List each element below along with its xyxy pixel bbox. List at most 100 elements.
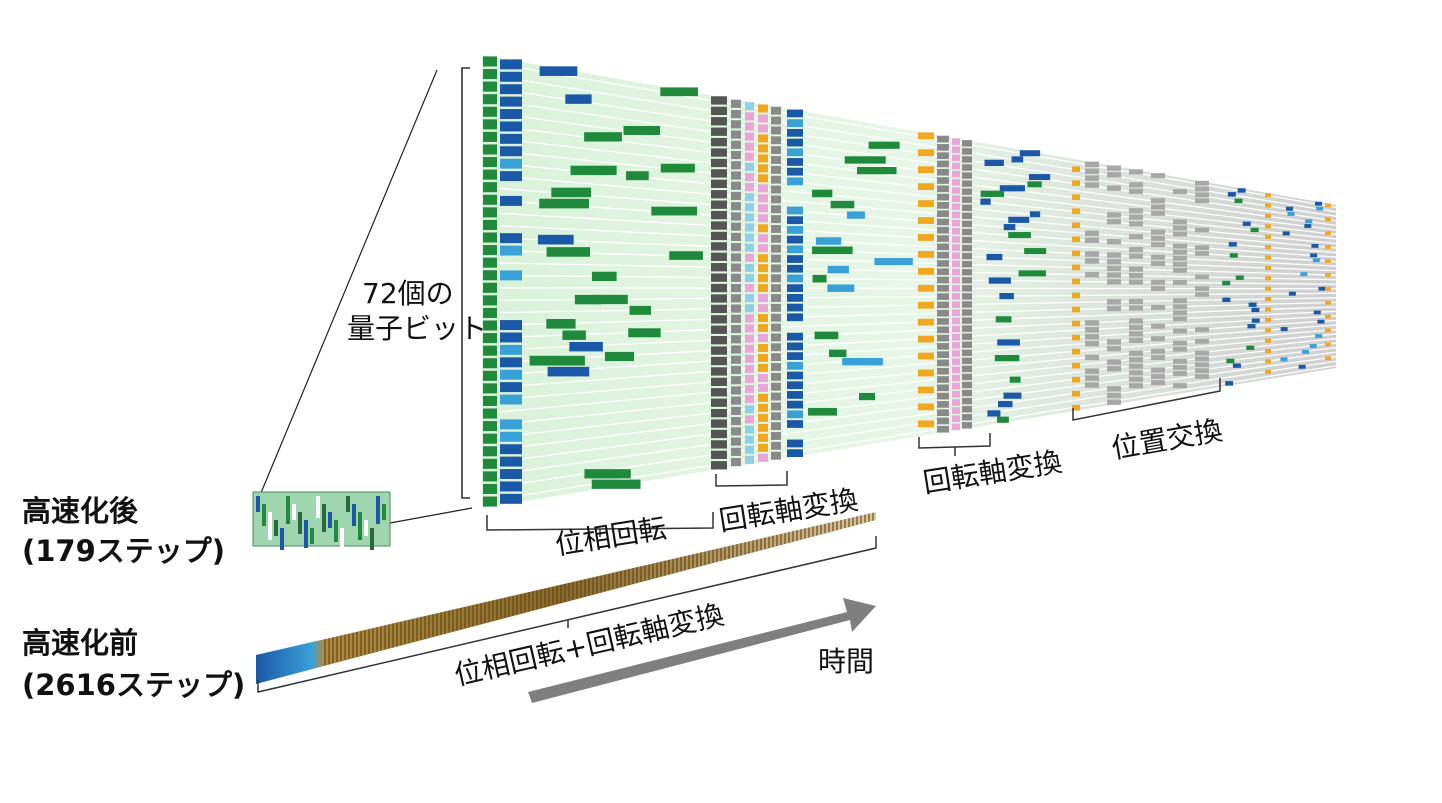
gate-block bbox=[758, 264, 768, 272]
gate-block bbox=[787, 352, 803, 360]
gate-block bbox=[711, 96, 727, 104]
gate-block bbox=[918, 149, 934, 156]
gate-block bbox=[711, 419, 727, 427]
gate-block bbox=[758, 314, 768, 322]
gate-block bbox=[1229, 242, 1237, 246]
gate-block bbox=[711, 211, 727, 219]
gate-block bbox=[1085, 237, 1099, 243]
gate-block bbox=[758, 304, 768, 312]
gate-block bbox=[651, 207, 697, 216]
gate-block bbox=[937, 418, 949, 425]
gate-block bbox=[1107, 186, 1121, 191]
gate-block bbox=[500, 494, 522, 504]
thumbnail-block bbox=[268, 512, 272, 540]
gate-block bbox=[962, 205, 972, 211]
gate-block bbox=[483, 471, 497, 481]
gate-block bbox=[1315, 202, 1322, 206]
gate-block bbox=[1129, 364, 1143, 369]
gate-block bbox=[731, 120, 741, 128]
gate-block bbox=[1151, 286, 1165, 291]
gate-block bbox=[937, 351, 949, 358]
gate-block bbox=[745, 304, 754, 312]
gate-block bbox=[483, 446, 497, 456]
gate-block bbox=[483, 195, 497, 205]
gate-block bbox=[711, 148, 727, 156]
gate-block bbox=[500, 72, 522, 82]
gate-block bbox=[1195, 368, 1209, 373]
gate-block bbox=[1315, 334, 1322, 338]
gate-block bbox=[1173, 262, 1187, 267]
gate-block bbox=[500, 109, 522, 119]
gate-block bbox=[962, 406, 972, 412]
gate-block bbox=[1314, 311, 1321, 315]
gate-block bbox=[771, 117, 781, 125]
gate-block bbox=[483, 421, 497, 431]
gate-block bbox=[962, 325, 972, 331]
gate-block bbox=[1316, 207, 1323, 211]
gate-block bbox=[1310, 344, 1317, 348]
gate-block bbox=[952, 163, 960, 170]
gate-block bbox=[1151, 374, 1165, 379]
gate-block bbox=[1129, 182, 1143, 187]
gate-block bbox=[731, 315, 741, 323]
gate-block bbox=[711, 336, 727, 344]
gate-block bbox=[918, 217, 934, 224]
gate-block bbox=[1129, 208, 1143, 213]
gate-block bbox=[1129, 234, 1143, 239]
gate-block bbox=[952, 399, 960, 406]
gate-block bbox=[787, 158, 803, 166]
gate-block bbox=[952, 367, 960, 374]
gate-block bbox=[711, 430, 727, 438]
gate-block bbox=[711, 138, 727, 146]
gate-block bbox=[787, 362, 803, 370]
gate-block bbox=[1151, 336, 1165, 341]
gate-block bbox=[962, 366, 972, 372]
gate-block bbox=[981, 191, 1004, 197]
gate-block bbox=[847, 211, 865, 218]
gate-block bbox=[1129, 169, 1143, 174]
gate-block bbox=[787, 449, 803, 457]
gate-block bbox=[1129, 331, 1143, 336]
gate-block bbox=[1313, 258, 1320, 262]
gate-block bbox=[787, 226, 803, 234]
gate-block bbox=[1072, 166, 1080, 172]
gate-block bbox=[547, 247, 590, 257]
gate-block bbox=[771, 235, 781, 243]
gate-block bbox=[745, 153, 754, 161]
gate-block bbox=[758, 374, 768, 382]
gate-block bbox=[758, 234, 768, 242]
gate-block bbox=[952, 228, 960, 235]
gate-block bbox=[1238, 188, 1246, 192]
gate-block bbox=[1129, 338, 1143, 343]
gate-block bbox=[745, 436, 754, 444]
gate-block bbox=[483, 295, 497, 305]
gate-block bbox=[918, 302, 934, 309]
gate-block bbox=[771, 442, 781, 450]
gate-block bbox=[711, 190, 727, 198]
gate-block bbox=[1265, 276, 1271, 280]
thumbnail-block bbox=[256, 496, 260, 512]
gate-block bbox=[592, 272, 617, 281]
gate-block bbox=[1003, 393, 1021, 399]
gate-block bbox=[758, 154, 768, 162]
gate-block bbox=[918, 336, 934, 343]
gate-block bbox=[628, 328, 660, 337]
gate-block bbox=[758, 334, 768, 342]
gate-block bbox=[815, 332, 839, 340]
gate-block bbox=[962, 414, 972, 420]
gate-block bbox=[1072, 335, 1080, 341]
gate-block bbox=[937, 376, 949, 383]
gate-block bbox=[483, 258, 497, 268]
gate-block bbox=[787, 265, 803, 273]
gate-block bbox=[711, 305, 727, 313]
gate-block bbox=[758, 384, 768, 392]
gate-block bbox=[962, 221, 972, 227]
gate-block bbox=[918, 319, 934, 326]
gate-block bbox=[1107, 366, 1121, 371]
gate-block bbox=[731, 417, 741, 425]
gate-block bbox=[731, 458, 741, 466]
gate-block bbox=[731, 284, 741, 292]
gate-block bbox=[1107, 299, 1121, 304]
gate-block bbox=[565, 94, 591, 103]
gate-block bbox=[1249, 303, 1257, 307]
